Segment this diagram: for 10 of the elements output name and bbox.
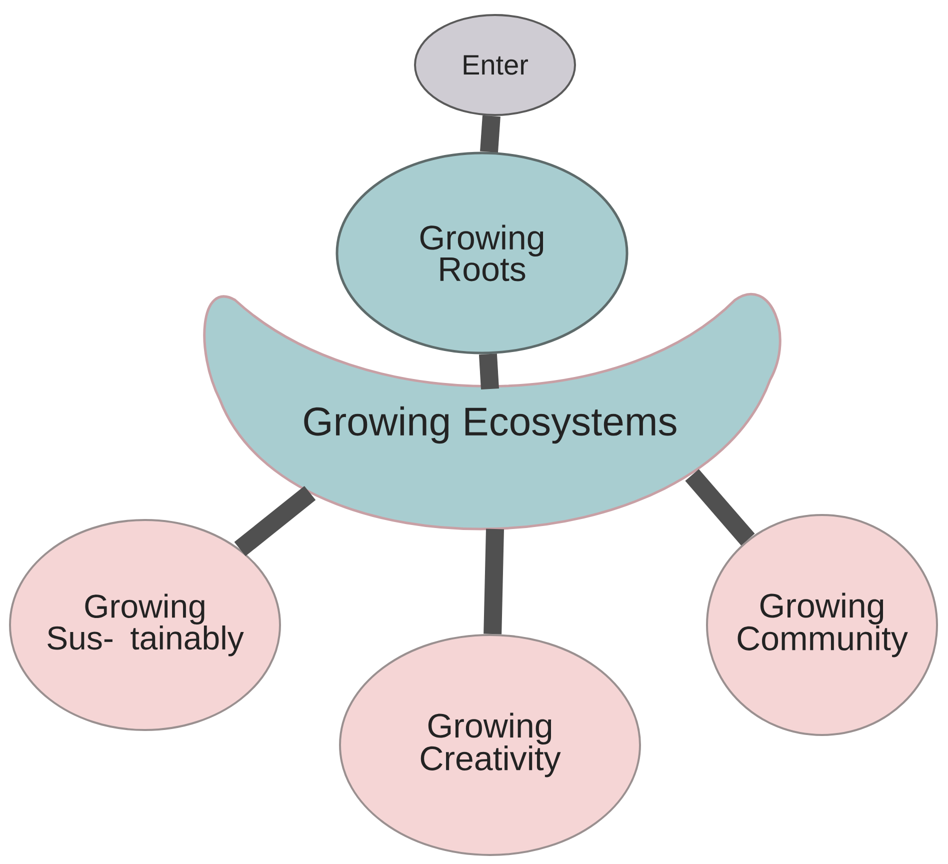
connector-bar <box>685 469 755 546</box>
ellipse-node: Growing Creativity <box>339 634 641 856</box>
connector-bar <box>484 528 504 634</box>
ellipse-node: Growing Sus- tainably <box>9 519 281 731</box>
ellipse-node: Enter <box>414 14 576 116</box>
connector-bar <box>478 354 499 390</box>
ellipse-node: Growing Roots <box>336 152 628 354</box>
ellipse-node: Growing Community <box>706 514 938 736</box>
connector-bar <box>480 115 500 152</box>
connector-bar <box>234 486 316 556</box>
